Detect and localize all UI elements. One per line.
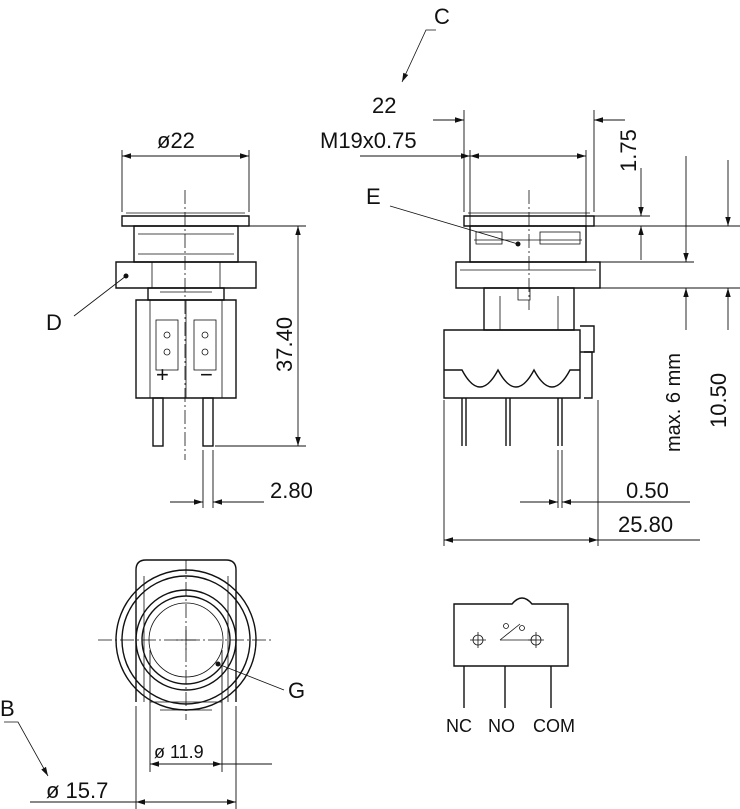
terminal-nc-label: NC: [446, 716, 472, 736]
terminal-no-label: NO: [488, 716, 515, 736]
callout-d-leader: [73, 273, 129, 317]
dim-11-9-label: ø 11.9: [154, 742, 204, 762]
dim-0-50: [520, 450, 690, 508]
dim-10-50: [586, 160, 740, 330]
dim-15-7-label: ø 15.7: [46, 778, 108, 803]
callout-g: G: [288, 678, 305, 703]
callout-d: D: [46, 310, 62, 335]
dim-1-75-label: 1.75: [616, 129, 641, 172]
dim-max-6mm-label: max. 6 mm: [663, 353, 685, 452]
front-view: [115, 190, 257, 460]
dim-height-37-40: [215, 225, 306, 447]
callout-g-leader: [215, 661, 285, 691]
dim-22-label: 22: [372, 93, 396, 118]
dim-0-50-label: 0.50: [626, 478, 669, 503]
callout-c: C: [434, 4, 450, 29]
callout-c-leader: [401, 29, 436, 83]
callout-e-leader: [389, 205, 521, 247]
dim-25-80-label: 25.80: [618, 512, 673, 537]
callout-e: E: [366, 184, 381, 209]
dim-thread-label: M19x0.75: [320, 128, 417, 153]
dim-thread: [360, 150, 587, 226]
polarity-plus-label: +: [156, 362, 169, 387]
dim-front-diameter: [121, 150, 250, 212]
switch-schematic: [453, 597, 569, 708]
terminal-com-label: COM: [533, 716, 575, 736]
dim-side-width: [433, 110, 625, 212]
dim-dia-11-9: [149, 650, 272, 772]
top-view: [98, 559, 274, 720]
dim-25-80: [443, 400, 700, 546]
dim-pin-width: [170, 450, 264, 508]
callout-b-leader: [4, 721, 49, 777]
side-view: [443, 190, 601, 446]
dim-dia-22-label: ø22: [157, 128, 195, 153]
dim-max-6mm: [600, 156, 740, 330]
dim-10-50-label: 10.50: [706, 373, 731, 428]
dim-2-80-label: 2.80: [270, 478, 313, 503]
dim-37-40-label: 37.40: [272, 317, 297, 372]
dim-1-75: [594, 168, 650, 260]
callout-b: B: [0, 696, 15, 721]
dim-dia-15-7: [30, 706, 237, 809]
polarity-minus-label: −: [200, 362, 213, 387]
